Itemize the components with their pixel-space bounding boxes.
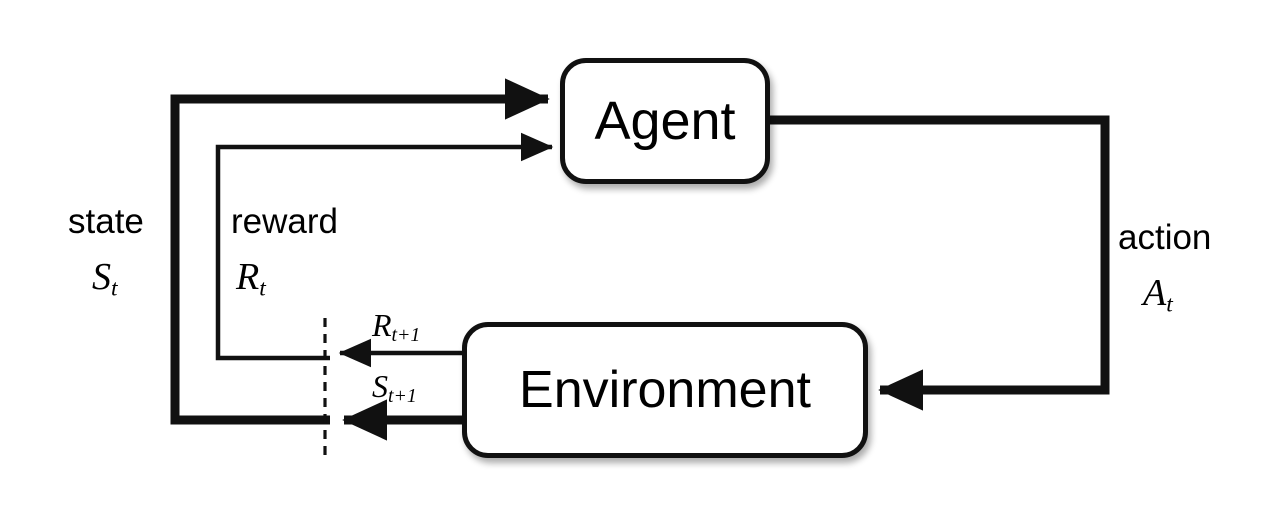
reward-symbol-base: R [236, 256, 260, 298]
edge-reward-feedback [215, 132, 554, 361]
node-environment-label: Environment [519, 361, 811, 419]
label-reward: reward [231, 202, 338, 241]
label-state-next-symbol: St+1 [372, 370, 417, 407]
label-reward-symbol: Rt [236, 258, 266, 301]
edge-state-feedback [170, 78, 550, 425]
label-reward-next-symbol: Rt+1 [372, 309, 420, 346]
reward-next-symbol-subscript: t+1 [391, 324, 421, 347]
node-agent[interactable]: Agent [560, 58, 770, 184]
reward-next-symbol-base: R [372, 307, 392, 343]
state-next-symbol-base: S [372, 368, 388, 404]
state-symbol-subscript: t [111, 275, 118, 302]
edge-action [768, 115, 1110, 411]
node-agent-label: Agent [594, 91, 736, 151]
label-action-symbol: At [1143, 274, 1173, 317]
state-next-symbol-subscript: t+1 [388, 385, 417, 408]
node-environment[interactable]: Environment [462, 322, 868, 458]
state-symbol-base: S [92, 256, 111, 298]
label-state: state [68, 202, 144, 241]
action-symbol-subscript: t [1166, 291, 1173, 318]
action-symbol-base: A [1143, 272, 1167, 314]
reward-symbol-subscript: t [259, 275, 266, 302]
label-action: action [1118, 218, 1212, 257]
label-state-symbol: St [92, 258, 118, 301]
